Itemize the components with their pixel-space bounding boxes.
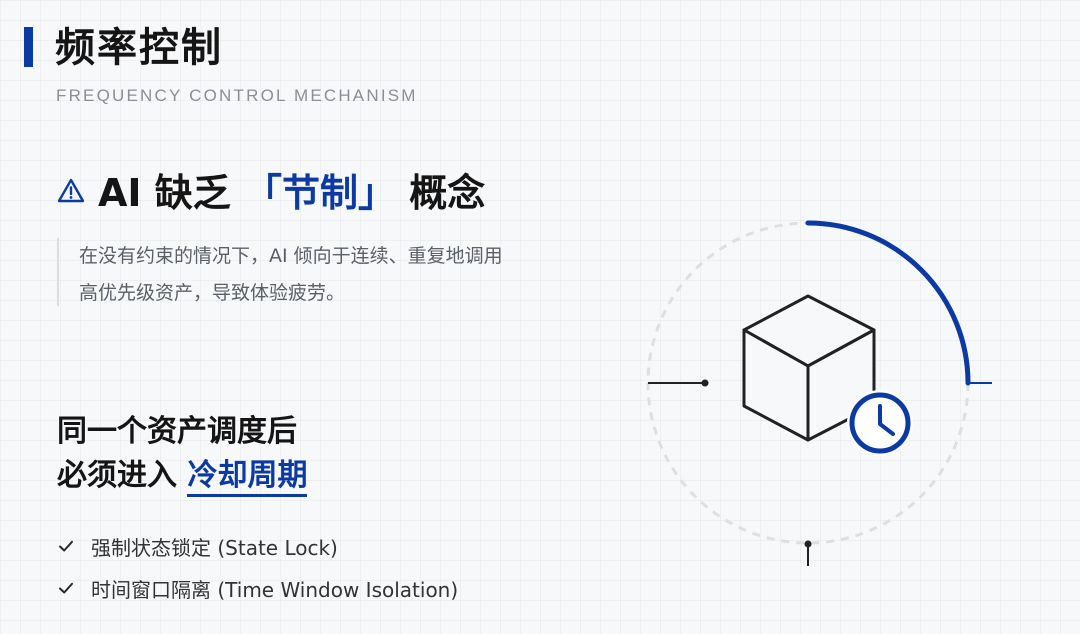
cooldown-progress-arc — [805, 220, 971, 386]
page-title: 频率控制 — [55, 25, 223, 71]
headline-prefix: AI 缺乏 — [98, 171, 231, 215]
solution-line-2-prefix: 必须进入 — [57, 458, 177, 493]
left-connector-dot — [701, 379, 709, 387]
check-icon — [59, 540, 73, 552]
problem-headline: AI 缺乏 「节制」 概念 — [98, 167, 485, 219]
warning-triangle-icon — [57, 178, 85, 203]
problem-description: 在没有约束的情况下，AI 倾向于连续、重复地调用高优先级资产，导致体验疲劳。 — [79, 245, 503, 304]
cooldown-illustration — [646, 220, 992, 566]
solution-line-2: 必须进入 冷却周期 — [57, 454, 308, 498]
headline-suffix: 概念 — [409, 171, 486, 215]
list-item: 时间窗口隔离 (Time Window Isolation) — [57, 567, 458, 609]
feature-label: 强制状态锁定 (State Lock) — [91, 535, 338, 560]
clock-icon — [847, 390, 913, 456]
description-quote-bar — [57, 238, 59, 306]
solution-heading: 同一个资产调度后 必须进入 冷却周期 — [57, 410, 308, 498]
headline-accent: 「节制」 — [244, 171, 397, 215]
list-item: 强制状态锁定 (State Lock) — [57, 525, 458, 567]
title-accent-bar — [24, 27, 33, 67]
feature-label: 时间窗口隔离 (Time Window Isolation) — [91, 577, 459, 602]
page-subtitle: FREQUENCY CONTROL MECHANISM — [56, 86, 418, 105]
feature-list: 强制状态锁定 (State Lock) 时间窗口隔离 (Time Window … — [57, 525, 458, 609]
check-icon — [59, 582, 73, 594]
cooldown-period-highlight: 冷却周期 — [187, 458, 308, 497]
solution-line-1: 同一个资产调度后 — [57, 414, 297, 449]
